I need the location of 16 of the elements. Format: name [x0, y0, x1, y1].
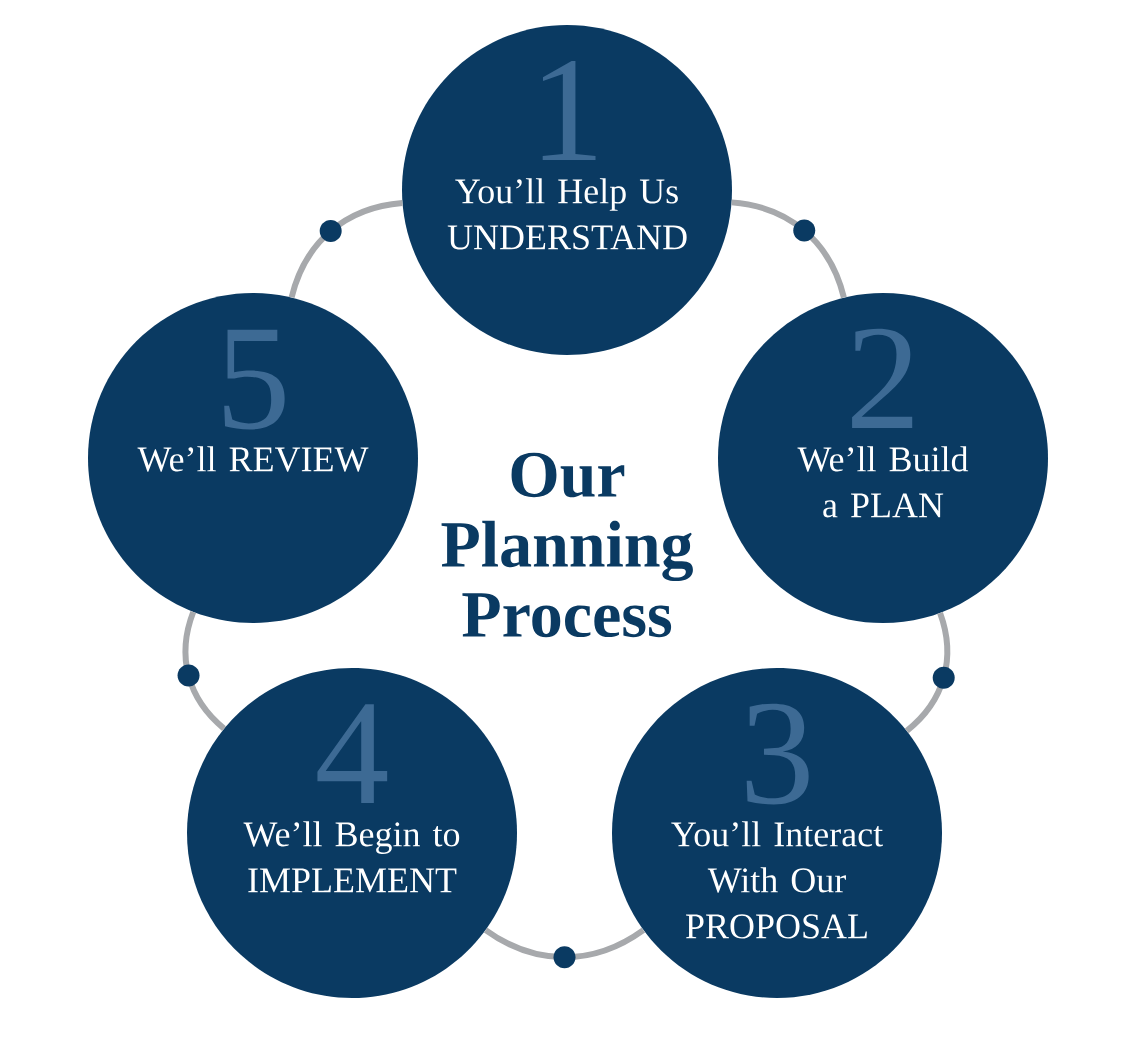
step-circle	[718, 293, 1048, 623]
title: Our Planning Process	[441, 452, 693, 638]
step-label: We’ll Build a PLAN	[797, 446, 969, 518]
dotted-connector	[484, 927, 645, 969]
dotted-connector	[177, 611, 226, 731]
step-circle	[88, 293, 418, 623]
step-label: You’ll Interact With Our PROPOSAL	[671, 821, 883, 939]
step-label: We’ll Begin to IMPLEMENT	[243, 821, 460, 893]
dotted-connector	[904, 612, 955, 734]
step-circle	[612, 668, 942, 998]
step-circle	[187, 668, 517, 998]
dotted-connector	[288, 199, 403, 299]
step-circle	[402, 25, 732, 355]
dotted-connector	[731, 199, 847, 299]
step-label: You’ll Help Us UNDERSTAND	[447, 178, 687, 250]
step-label: We’ll REVIEW	[137, 446, 369, 472]
